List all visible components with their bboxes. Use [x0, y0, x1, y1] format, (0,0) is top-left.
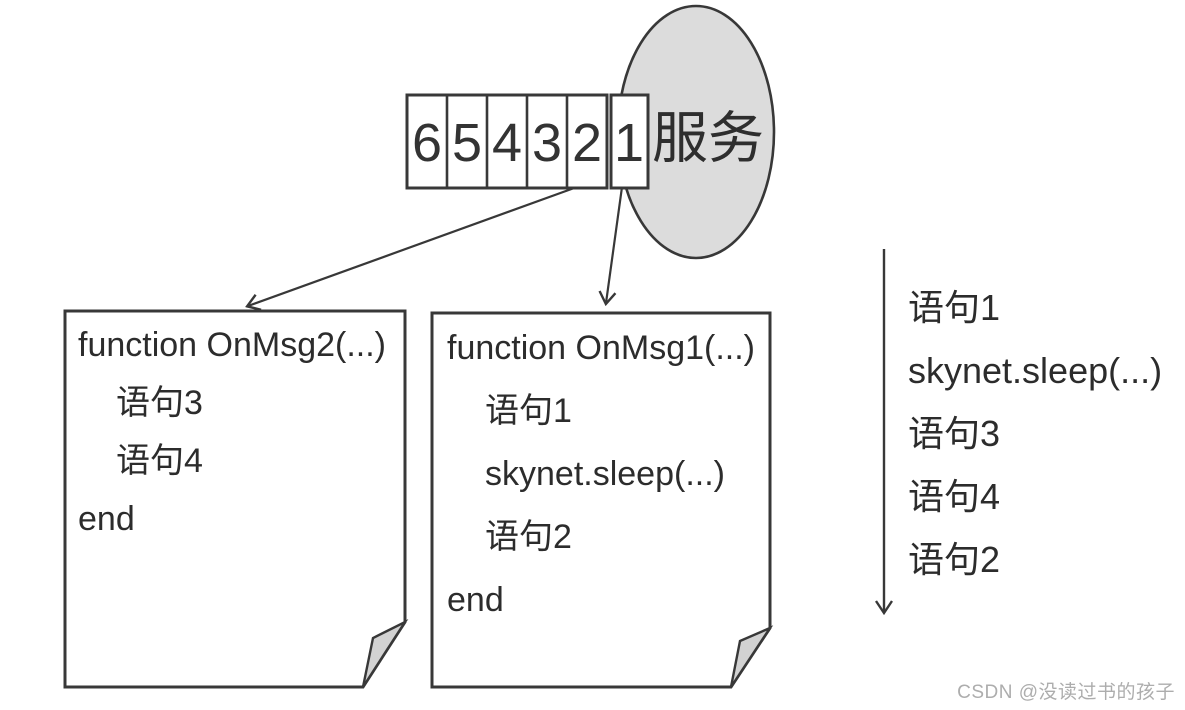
service-label: 服务 — [652, 107, 764, 170]
onmsg1-note-box — [430, 311, 774, 689]
code-line: 语句4 — [116, 442, 203, 480]
execution-order-item: skynet.sleep(...) — [908, 350, 1163, 391]
execution-order-item: 语句1 — [908, 287, 1001, 328]
folded-corner-icon — [729, 625, 774, 688]
code-line: 语句1 — [485, 392, 572, 430]
queue-body — [405, 93, 609, 190]
queue-head-cell — [609, 93, 650, 190]
execution-order-item: 语句3 — [908, 413, 1001, 454]
onmsg2-code: function OnMsg2(...) 语句3 语句4 end — [78, 316, 386, 548]
execution-order-item: 语句4 — [908, 476, 1001, 517]
queue-cell-value: 1 — [614, 113, 644, 173]
queue-cell-value: 2 — [572, 113, 602, 173]
code-line: end — [447, 581, 504, 619]
queue-to-onmsg2-arrow — [248, 185, 578, 306]
code-line: function OnMsg1(...) — [447, 329, 756, 367]
code-line: skynet.sleep(...) — [485, 455, 725, 493]
message-queue: 6 5 4 3 2 1 — [405, 93, 650, 190]
onmsg1-code: function OnMsg1(...) 语句1 skynet.sleep(..… — [447, 317, 755, 632]
execution-order-item: 语句2 — [908, 539, 1001, 580]
folded-corner-icon — [361, 618, 409, 688]
queue-to-onmsg1-arrow — [606, 186, 624, 303]
code-line: end — [78, 500, 135, 538]
onmsg2-note-box — [63, 309, 409, 689]
csdn-watermark: CSDN @没读过书的孩子 — [957, 682, 1175, 703]
queue-cell-value: 5 — [452, 113, 482, 173]
queue-cell-value: 6 — [412, 113, 442, 173]
queue-cell-value: 4 — [492, 113, 522, 173]
code-line: 语句2 — [485, 518, 572, 556]
code-line: function OnMsg2(...) — [78, 326, 387, 364]
queue-cell-value: 3 — [532, 113, 562, 173]
code-line: 语句3 — [116, 384, 203, 422]
execution-order-list: 语句1 skynet.sleep(...) 语句3 语句4 语句2 — [908, 276, 1162, 591]
